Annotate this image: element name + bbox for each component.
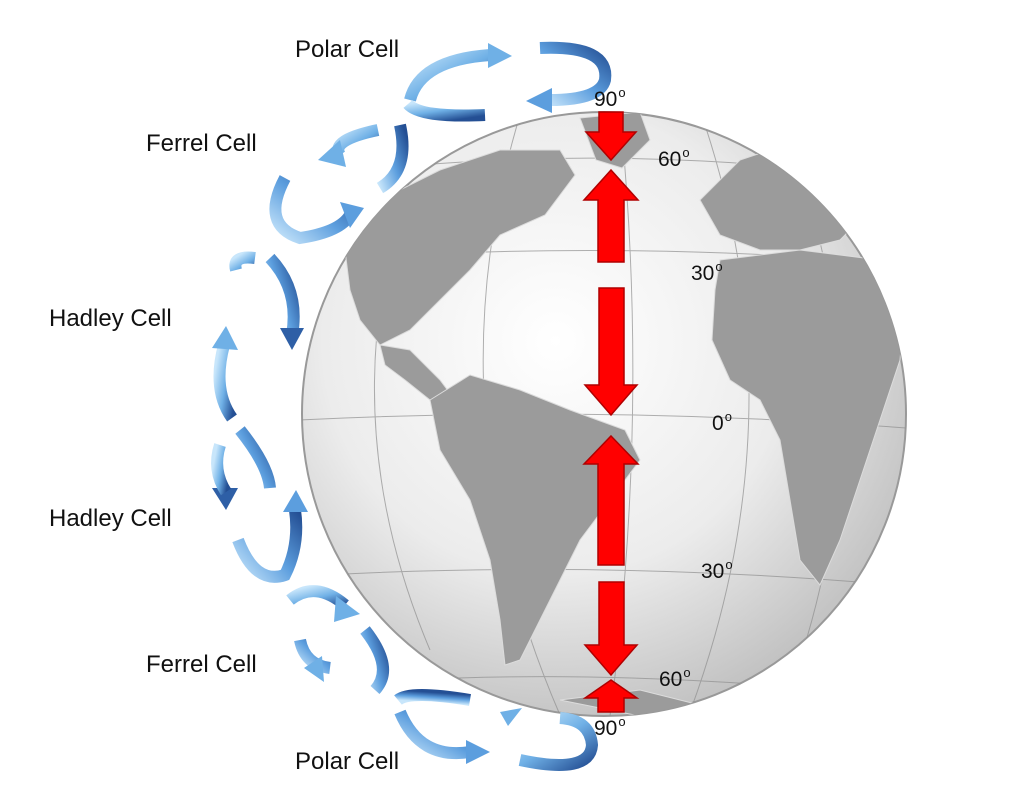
latitude-north-60: 60o [658, 145, 690, 171]
cell-south-hadley [211, 426, 308, 583]
arrow-down-90-60 [584, 111, 638, 162]
arrow-down-30-0 [583, 287, 639, 417]
latitude-south-60: 60o [659, 665, 691, 691]
arrow-up-90-60 [582, 679, 640, 713]
airflow-arrows [582, 111, 640, 713]
cell-arrows [211, 41, 612, 771]
cell-north-polar [403, 41, 612, 122]
latitude-south-90: 90o [594, 714, 626, 740]
arrow-up-60-30 [582, 168, 640, 263]
latitude-south-30: 30o [701, 557, 733, 583]
label-south-polar-cell: Polar Cell [295, 748, 400, 775]
label-north-hadley-cell: Hadley Cell [49, 305, 172, 332]
cell-north-hadley [212, 251, 304, 422]
arrow-down-30-60 [583, 581, 639, 677]
label-north-polar-cell: Polar Cell [295, 36, 400, 63]
cell-south-polar [394, 689, 599, 771]
label-north-ferrel-cell: Ferrel Cell [146, 130, 257, 157]
latitude-equator: 0o [712, 409, 732, 435]
cell-south-ferrel [286, 585, 389, 695]
label-south-ferrel-cell: Ferrel Cell [146, 651, 257, 678]
latitude-north-30: 30o [691, 259, 723, 285]
arrow-up-0-30 [582, 434, 640, 566]
latitude-north-90: 90o [594, 85, 626, 111]
cell-north-ferrel [269, 123, 409, 245]
label-south-hadley-cell: Hadley Cell [49, 505, 172, 532]
